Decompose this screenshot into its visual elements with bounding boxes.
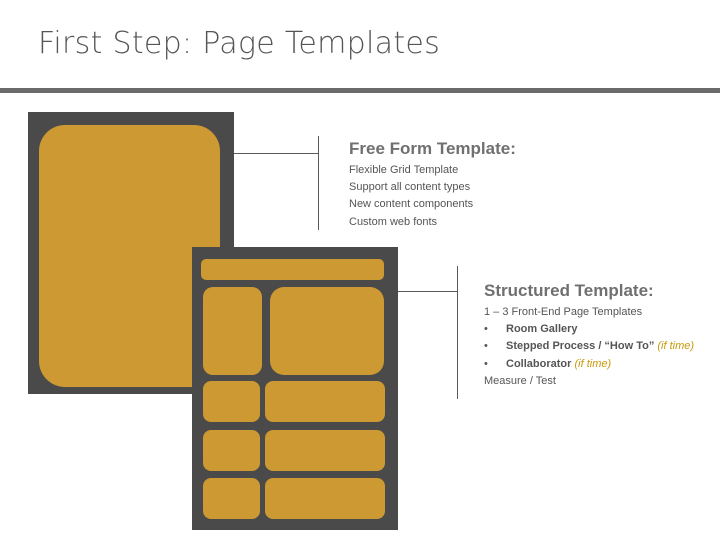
free-form-connector-line	[234, 153, 319, 154]
structured-header-block	[201, 259, 384, 280]
bullet-glyph: •	[484, 358, 488, 370]
structured-row1-small-block	[203, 381, 260, 422]
structured-side-block	[203, 287, 262, 375]
slide-title: First Step: Page Templates	[38, 26, 441, 61]
bullet-note: (if time)	[657, 340, 695, 352]
structured-row3-small-block	[203, 478, 260, 519]
structured-connector-line	[398, 291, 457, 292]
free-form-item: Custom web fonts	[349, 216, 438, 228]
structured-bracket	[457, 266, 458, 399]
structured-intro: 1 – 3 Front-End Page Templates	[484, 306, 643, 318]
structured-bullet-item: • Collaborator (if time)	[484, 358, 611, 370]
structured-row3-wide-block	[265, 478, 385, 519]
bullet-note: (if time)	[574, 358, 612, 370]
free-form-item: Support all content types	[349, 181, 471, 193]
title-divider	[0, 88, 720, 93]
bullet-glyph: •	[484, 340, 488, 352]
bullet-label: Room Gallery	[506, 323, 578, 335]
free-form-content-block	[39, 125, 220, 387]
bullet-glyph: •	[484, 323, 488, 335]
structured-row1-wide-block	[265, 381, 385, 422]
structured-footer: Measure / Test	[484, 375, 556, 387]
structured-main-block	[270, 287, 384, 375]
free-form-item: Flexible Grid Template	[349, 164, 459, 176]
free-form-heading: Free Form Template:	[349, 139, 516, 158]
structured-bullet-item: • Room Gallery	[484, 323, 578, 335]
structured-row2-wide-block	[265, 430, 385, 471]
free-form-item: New content components	[349, 198, 474, 210]
free-form-bracket	[318, 136, 319, 230]
bullet-label: Collaborator	[506, 358, 572, 370]
structured-heading: Structured Template:	[484, 281, 654, 300]
bullet-label: Stepped Process / “How To”	[506, 340, 655, 352]
structured-bullet-item: • Stepped Process / “How To” (if time)	[484, 340, 694, 352]
structured-row2-small-block	[203, 430, 260, 471]
